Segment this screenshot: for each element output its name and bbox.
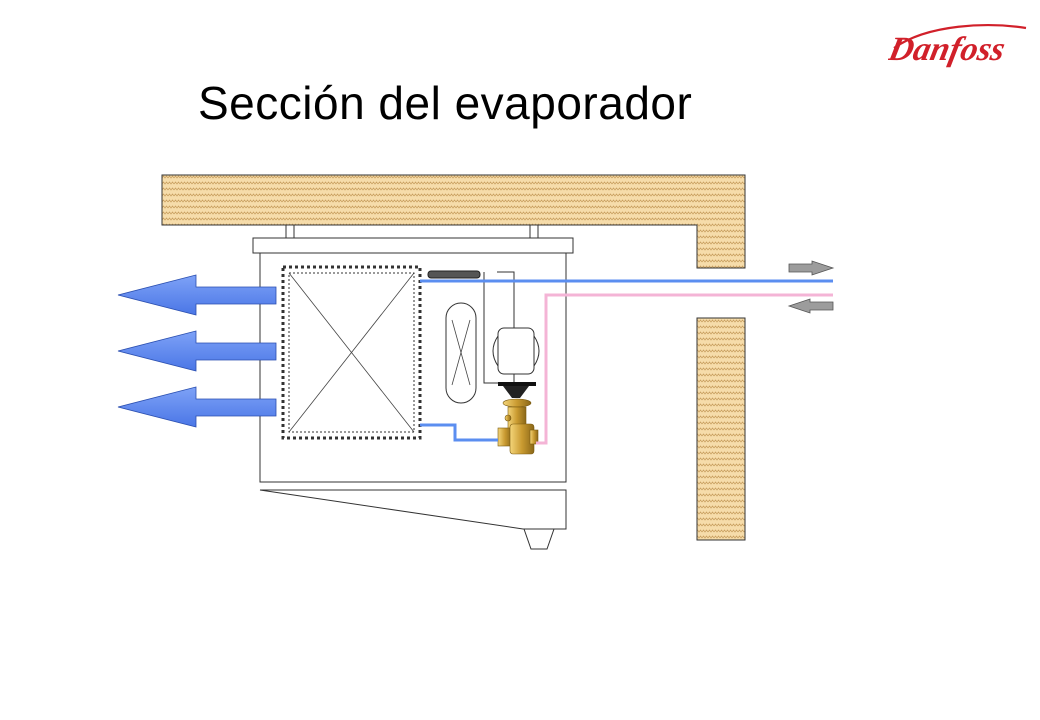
drip-tray [259,489,567,530]
evaporator-coil-icon [281,265,422,440]
suction-line-lower [420,423,498,442]
mounting-plate [252,237,574,254]
flow-in-arrow-icon [787,298,834,314]
sight-glass-icon [492,327,540,375]
liquid-line [536,293,833,445]
airflow-arrows [117,274,277,428]
receiver-icon [445,302,477,404]
ceiling-wall [161,174,746,269]
solenoid-valve-icon [497,423,539,455]
drain-outlet [523,528,555,550]
airflow-arrow-icon [117,330,277,372]
hanger-right [529,224,539,239]
svg-text:Danfoss: Danfoss [888,30,1009,68]
danfoss-logo-icon: Danfoss [888,24,1027,68]
airflow-arrow-icon [117,274,277,316]
expansion-valve-icon [498,382,536,430]
side-wall-lower [696,317,746,541]
filter-drier-icon [427,270,481,279]
hanger-left [285,224,295,239]
flow-out-arrow-icon [788,260,835,276]
airflow-arrow-icon [117,386,277,428]
page-title: Sección del evaporador [198,77,693,129]
